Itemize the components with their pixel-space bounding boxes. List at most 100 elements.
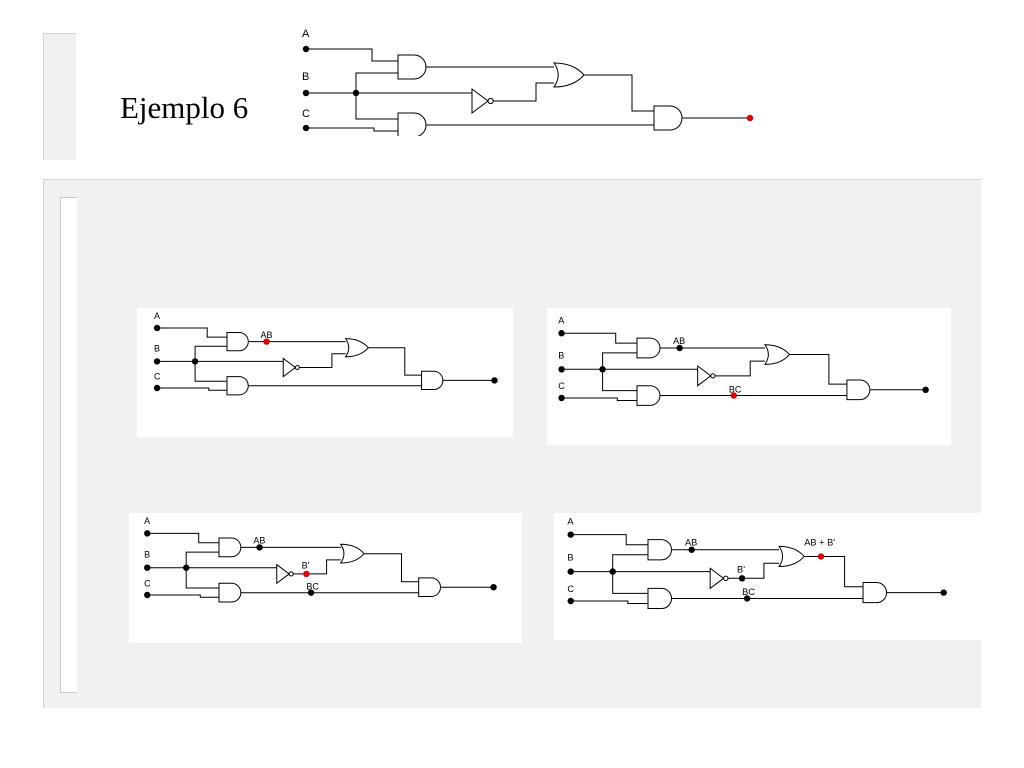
wire xyxy=(584,74,654,112)
b-junction-dot xyxy=(352,89,360,97)
wire xyxy=(293,559,341,575)
not-gate-icon xyxy=(709,567,725,590)
wire xyxy=(355,93,398,120)
wire xyxy=(561,332,637,344)
b-junction-dot xyxy=(609,568,616,575)
input-label-a: A xyxy=(144,516,150,526)
not-bubble-icon xyxy=(487,97,494,105)
input-label-b: B xyxy=(558,351,564,361)
and-gate-icon xyxy=(226,332,249,352)
input-label-c: C xyxy=(558,381,565,391)
wire xyxy=(194,345,227,362)
input-c-dot xyxy=(558,394,565,402)
wire xyxy=(355,72,398,93)
bc-dot xyxy=(307,589,315,596)
not-bubble-icon xyxy=(294,365,300,370)
not-bubble-icon xyxy=(710,373,716,379)
label-bc: BC xyxy=(742,587,755,597)
wire xyxy=(561,397,637,401)
input-label-b: B xyxy=(144,550,150,560)
label-b-not: B' xyxy=(302,560,310,570)
and-gate-icon xyxy=(647,587,673,610)
not-gate-icon xyxy=(276,563,291,585)
b-junction-dot xyxy=(599,366,606,373)
and-gate-icon xyxy=(397,112,427,136)
b-not-dot xyxy=(738,575,746,582)
b-junction-dot xyxy=(183,564,190,571)
wire xyxy=(612,571,648,594)
input-label-c: C xyxy=(567,584,574,594)
input-b-dot xyxy=(153,358,161,365)
wire xyxy=(804,556,863,588)
wire xyxy=(185,551,219,568)
label-ab: AB xyxy=(685,538,697,548)
main-circuit-diagram: ABC xyxy=(302,28,754,136)
or-gate-icon xyxy=(553,62,585,88)
wire xyxy=(727,562,779,579)
and-gate-icon xyxy=(653,105,683,131)
and-gate-icon xyxy=(636,385,661,406)
input-label-c: C xyxy=(154,372,161,382)
ab-dot xyxy=(688,546,695,553)
ab-probe-dot xyxy=(263,338,270,345)
label-ab: AB xyxy=(253,536,265,546)
output-probe-dot xyxy=(746,114,754,122)
label-ab: AB xyxy=(260,330,272,340)
inner-bracket xyxy=(60,197,77,693)
input-a-dot xyxy=(558,330,565,337)
and-gate-icon xyxy=(218,582,242,603)
label-bc: BC xyxy=(729,384,742,394)
wire xyxy=(364,553,419,583)
label-b-not: B' xyxy=(737,564,745,574)
or-gate-icon xyxy=(339,543,365,564)
and-gate-icon xyxy=(218,537,242,558)
wire xyxy=(194,361,227,382)
input-label-a: A xyxy=(154,311,160,321)
wire xyxy=(602,369,637,392)
and-gate-icon xyxy=(862,582,888,604)
wire xyxy=(368,347,422,376)
wire xyxy=(306,127,398,132)
wire xyxy=(306,48,398,62)
input-label-a: A xyxy=(558,315,564,325)
input-a-dot xyxy=(153,324,161,332)
input-label-a: A xyxy=(567,517,574,527)
input-b-dot xyxy=(558,366,565,373)
output-dot xyxy=(490,584,497,591)
or-gate-icon xyxy=(763,344,791,365)
wire xyxy=(493,82,554,102)
input-label-c: C xyxy=(302,108,310,120)
ab-dot xyxy=(256,544,263,551)
or-output-probe-dot xyxy=(817,553,825,560)
ab-dot xyxy=(676,344,683,352)
input-label-b: B xyxy=(154,344,160,354)
input-label-c: C xyxy=(144,578,151,588)
not-gate-icon xyxy=(697,365,712,387)
input-label-a: A xyxy=(302,28,310,40)
wire xyxy=(602,352,637,370)
wire xyxy=(157,327,227,338)
and-gate-icon xyxy=(846,379,871,401)
b-not-probe-dot xyxy=(303,570,310,578)
and-gate-icon xyxy=(397,54,427,80)
not-bubble-icon xyxy=(723,575,729,582)
b-junction-dot xyxy=(191,358,199,365)
and-gate-icon xyxy=(636,337,661,359)
output-dot xyxy=(940,589,947,596)
and-gate-icon xyxy=(647,539,673,561)
label-ab: AB xyxy=(673,336,685,346)
wire xyxy=(714,360,765,377)
and-gate-icon xyxy=(418,577,442,598)
wire xyxy=(612,554,648,572)
wire xyxy=(299,353,346,368)
output-dot xyxy=(491,377,498,384)
